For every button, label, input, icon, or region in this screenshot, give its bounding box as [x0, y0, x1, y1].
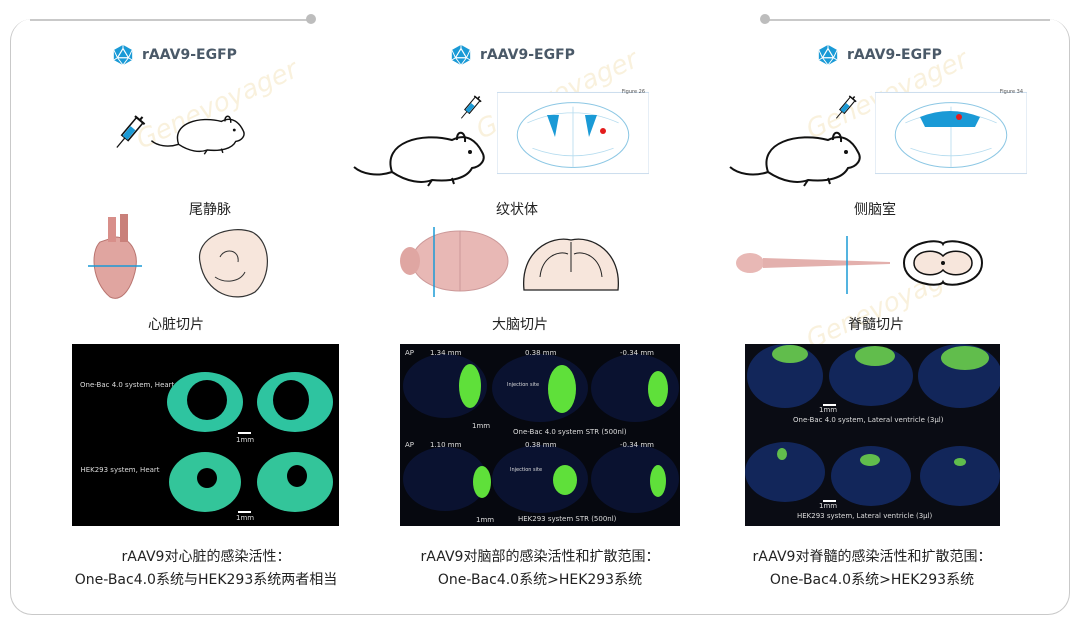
row-label: HEK293 system, Heart — [80, 466, 160, 474]
scale-bar — [238, 432, 251, 434]
caption-line: rAAV9对心脏的感染活性： — [121, 549, 291, 565]
column-header: rAAV9-EGFP — [112, 44, 237, 66]
injection-site-label: Injection site — [510, 467, 543, 473]
scale-bar — [823, 404, 836, 406]
section-label: 心脏切片 — [148, 317, 204, 333]
row-label: One-Bac 4.0 system, Lateral ventricle (3… — [793, 416, 944, 424]
heart-section-illustration — [199, 229, 268, 298]
virus-icon — [112, 44, 134, 66]
syringe-icon — [830, 88, 860, 128]
brain-illustration — [400, 227, 509, 297]
spinal-sections — [745, 344, 1000, 506]
row-label: One-Bac 4.0 system STR (500nl) — [513, 428, 627, 436]
row-label: One-Bac 4.0 system, Heart — [80, 381, 175, 389]
heart-fluorescence-panel: One-Bac 4.0 system, Heart HEK293 system,… — [72, 344, 339, 526]
caption: rAAV9对脑部的感染活性和扩散范围： One-Bac4.0系统>HEK293系… — [421, 546, 660, 592]
brain-section-illustration — [523, 238, 619, 291]
ap-position: -0.34 mm — [620, 441, 654, 449]
scale-label: 1mm — [819, 406, 838, 414]
scale-bar — [823, 500, 836, 502]
scale-bar — [238, 511, 251, 513]
caption-line: One-Bac4.0系统>HEK293系统 — [769, 572, 975, 588]
brain-fluorescence-panel: AP 1.34 mm 0.38 mm -0.34 mm Injection si… — [400, 344, 680, 526]
syringe-icon — [108, 112, 150, 154]
brain-sections — [403, 354, 679, 513]
spinal-section-illustration — [902, 240, 984, 286]
injection-site-label: Injection site — [507, 382, 540, 388]
mouse-illustration — [150, 100, 250, 160]
figure-frame — [10, 19, 1070, 615]
scale-label: 1mm — [236, 514, 255, 522]
atlas-label: Figure 26 — [621, 89, 645, 95]
caption-line: One-Bac4.0系统>HEK293系统 — [437, 572, 643, 588]
header-label: rAAV9-EGFP — [142, 47, 237, 63]
caption: rAAV9对脊髓的感染活性和扩散范围： One-Bac4.0系统>HEK293系… — [753, 546, 992, 592]
caption: rAAV9对心脏的感染活性： One-Bac4.0系统与HEK293系统两者相当 — [75, 546, 337, 592]
header-label: rAAV9-EGFP — [847, 47, 942, 63]
row-label: HEK293 system STR (500nl) — [518, 515, 617, 523]
virus-icon — [450, 44, 472, 66]
spinal-fluorescence-panel: 1mm One-Bac 4.0 system, Lateral ventricl… — [745, 344, 1000, 526]
syringe-icon — [455, 88, 485, 128]
heart-sections — [167, 372, 333, 512]
column-header: rAAV9-EGFP — [450, 44, 575, 66]
caption-line: rAAV9对脑部的感染活性和扩散范围： — [420, 549, 660, 565]
caption-line: One-Bac4.0系统与HEK293系统两者相当 — [74, 572, 338, 588]
scale-label: 1mm — [819, 502, 838, 510]
divider-dot — [760, 14, 770, 24]
route-label: 尾静脉 — [189, 202, 231, 218]
ap-position: 0.38 mm — [525, 441, 557, 449]
section-label: 脊髓切片 — [848, 317, 904, 333]
ap-position: -0.34 mm — [620, 349, 654, 357]
divider-dot — [306, 14, 316, 24]
atlas-label: Figure 34 — [999, 89, 1023, 95]
ap-label: AP — [405, 441, 415, 449]
route-label: 纹状体 — [496, 202, 538, 218]
scale-label: 1mm — [472, 422, 491, 430]
divider — [30, 19, 311, 21]
ap-position: 1.10 mm — [430, 441, 462, 449]
heart-illustration — [88, 214, 142, 299]
header-label: rAAV9-EGFP — [480, 47, 575, 63]
spinal-cord-illustration — [736, 236, 890, 294]
ap-label: AP — [405, 349, 415, 357]
caption-line: rAAV9对脊髓的感染活性和扩散范围： — [752, 549, 992, 565]
ap-position: 0.38 mm — [525, 349, 557, 357]
row-label: HEK293 system, Lateral ventricle (3μl) — [797, 512, 933, 520]
brain-atlas-figure: Figure 26 — [497, 87, 649, 179]
brain-atlas-figure: Figure 34 — [875, 87, 1027, 179]
column-header: rAAV9-EGFP — [817, 44, 942, 66]
scale-label: 1mm — [476, 516, 495, 524]
virus-icon — [817, 44, 839, 66]
route-label: 侧脑室 — [854, 202, 896, 218]
ap-position: 1.34 mm — [430, 349, 462, 357]
scale-label: 1mm — [236, 436, 255, 444]
divider — [765, 19, 1050, 21]
section-label: 大脑切片 — [492, 317, 548, 333]
